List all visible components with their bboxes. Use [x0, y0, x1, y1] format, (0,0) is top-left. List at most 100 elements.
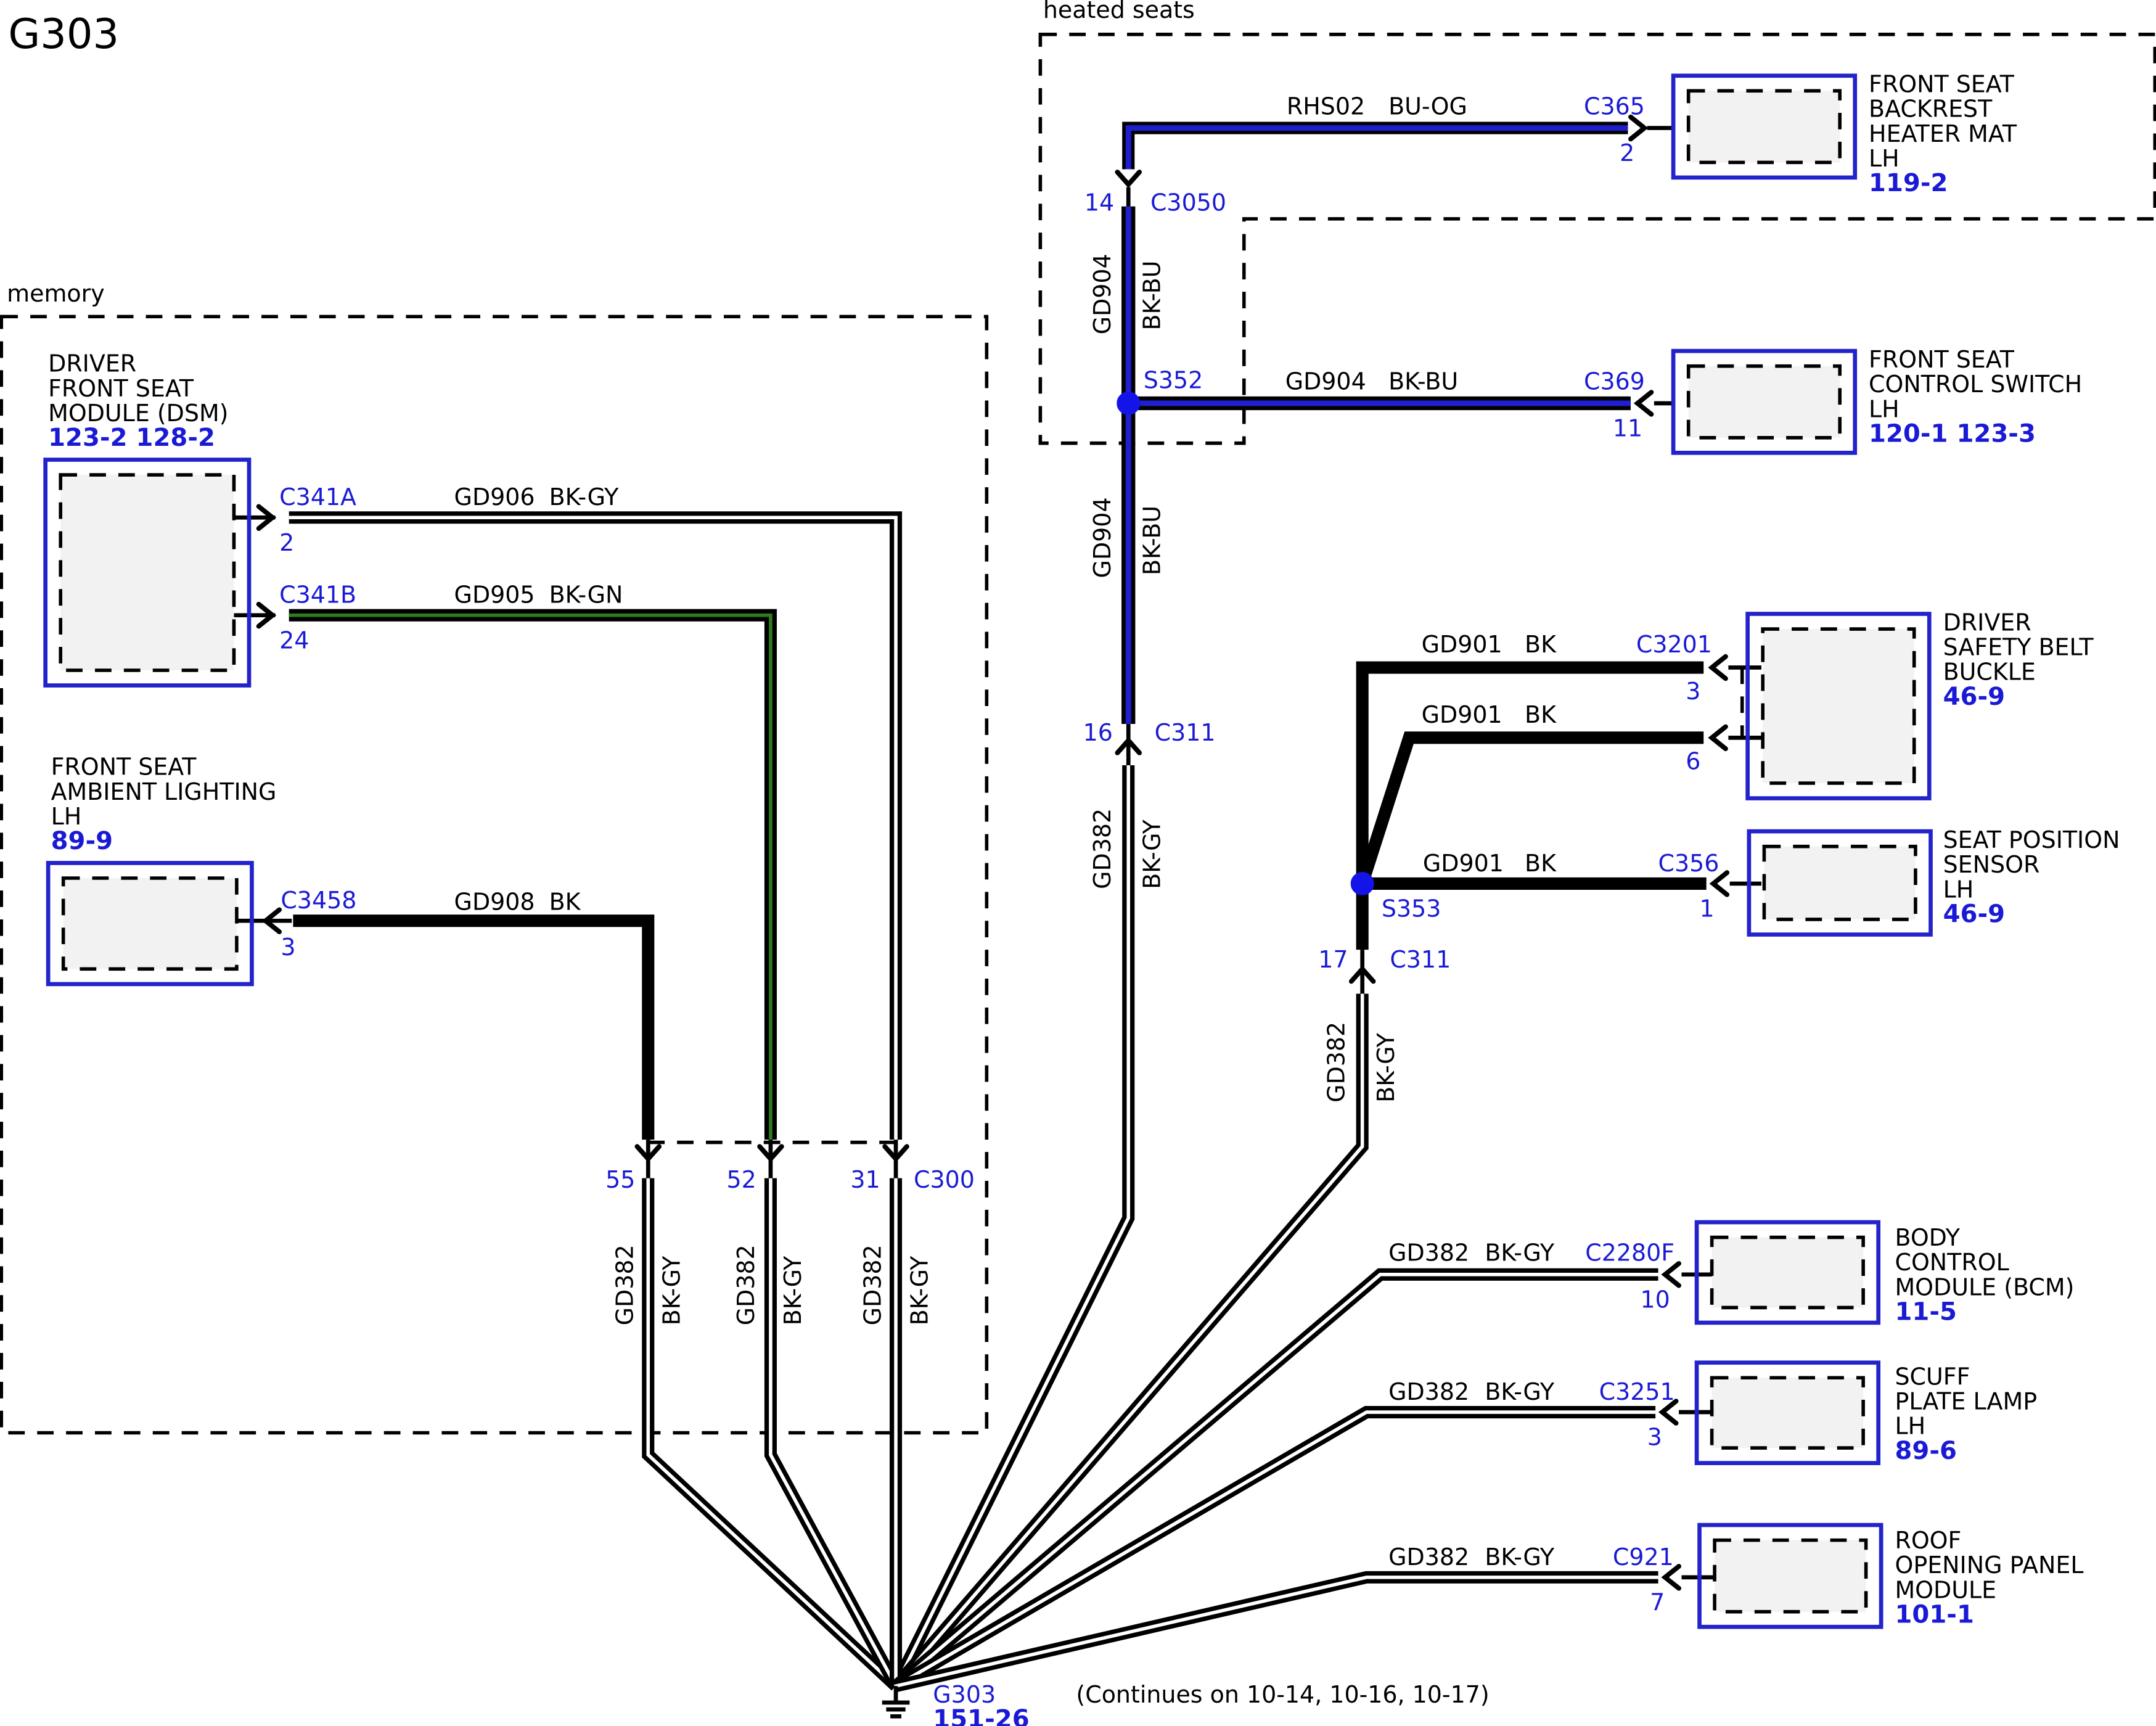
- ambient-light-name-2: AMBIENT LIGHTING: [51, 778, 277, 805]
- belt-buckle-ref: 46-9: [1943, 683, 2005, 711]
- gd904-mid-color: BK-BU: [1139, 506, 1166, 575]
- dsm-box: [43, 458, 252, 688]
- control-switch-box: [1671, 348, 1858, 455]
- gd382-55-circuit: GD382: [612, 1244, 639, 1325]
- gd382-31-color: BK-GY: [906, 1255, 933, 1326]
- vertical-wire-labels: GD904 BK-BU GD904 BK-BU GD382 BK-GY GD38…: [612, 253, 1400, 1325]
- rhs02-circuit: RHS02: [1287, 92, 1365, 120]
- wire-gd908: [293, 914, 655, 1140]
- component-boxes: [43, 73, 1933, 1629]
- c3201-id: C3201: [1636, 631, 1712, 658]
- component-labels: FRONT SEAT BACKREST HEATER MAT LH 119-2 …: [48, 71, 2120, 1629]
- belt-buckle-name-3: BUCKLE: [1943, 659, 2036, 686]
- scuff-lamp-box: [1694, 1360, 1881, 1465]
- c341a-id: C341A: [279, 483, 356, 511]
- scuff-lamp-ref: 89-6: [1895, 1437, 1957, 1465]
- c300-pin-31: 31: [850, 1166, 880, 1193]
- roof-panel-ref: 101-1: [1895, 1601, 1974, 1629]
- c3251-id: C3251: [1599, 1378, 1675, 1405]
- roof-panel-name-2: OPENING PANEL: [1895, 1551, 2083, 1579]
- seat-sensor-box: [1747, 829, 1933, 937]
- c341b-id: C341B: [279, 581, 356, 609]
- splice-s353: [1350, 871, 1374, 895]
- wire-gd901-a: [1356, 661, 1704, 884]
- ground-symbol: [882, 1686, 910, 1719]
- gd382-c311a-circuit: GD382: [1089, 808, 1116, 889]
- c311a-pin: 16: [1083, 719, 1113, 746]
- heated-seats-group-border: [1038, 33, 2156, 445]
- backrest-heater-name-1: FRONT SEAT: [1869, 71, 2015, 98]
- seat-sensor-ref: 46-9: [1943, 900, 2005, 928]
- page-title: G303: [8, 10, 119, 58]
- gd382-bcm-circuit: GD382: [1388, 1239, 1469, 1267]
- control-switch-ref: 120-1 123-3: [1869, 419, 2036, 448]
- gd904-top-circuit: GD904: [1089, 253, 1116, 334]
- bcm-name-2: CONTROL: [1895, 1249, 2009, 1276]
- scuff-lamp-name-2: PLATE LAMP: [1895, 1388, 2037, 1415]
- c300-pin-55: 55: [605, 1166, 635, 1193]
- scuff-lamp-name-3: LH: [1895, 1413, 1925, 1440]
- gd905-circuit: GD905: [454, 581, 535, 609]
- ground-id: G303: [933, 1681, 996, 1708]
- gd904-top-color: BK-BU: [1139, 261, 1166, 331]
- heated-seats-group-label: heated seats: [1043, 0, 1195, 23]
- backrest-heater-box: [1671, 73, 1858, 180]
- bcm-ref: 11-5: [1895, 1297, 1957, 1326]
- s352-label: S352: [1144, 366, 1203, 393]
- gd382-scuff-circuit: GD382: [1388, 1378, 1469, 1405]
- gd908-circuit: GD908: [454, 888, 535, 915]
- c3251-pin: 3: [1647, 1424, 1662, 1451]
- gd904-switch-color: BK-BU: [1388, 368, 1458, 395]
- bcm-name-3: MODULE (BCM): [1895, 1273, 2074, 1301]
- c365-pin: 2: [1620, 139, 1634, 166]
- c921-id: C921: [1613, 1543, 1674, 1571]
- gd904-switch-circuit: GD904: [1285, 368, 1366, 395]
- gd901-a-circuit: GD901: [1422, 631, 1502, 658]
- connector-labels: C365 2 14 C3050 S352 C369 11 C341A 2 C34…: [279, 92, 1719, 1726]
- control-switch-name-3: LH: [1869, 395, 1900, 422]
- splice-s352: [1117, 392, 1141, 415]
- dsm-name-2: FRONT SEAT: [48, 375, 194, 402]
- dsm-ref: 123-2 128-2: [48, 424, 215, 452]
- scuff-lamp-name-1: SCUFF: [1895, 1363, 1970, 1390]
- belt-buckle-box: [1745, 612, 1932, 800]
- ambient-light-ref: 89-9: [51, 827, 113, 855]
- ambient-light-box: [46, 861, 254, 987]
- ground-ref: 151-26: [933, 1705, 1029, 1726]
- rhs02-color: BU-OG: [1388, 92, 1467, 120]
- wire-gd901-b: [1356, 731, 1704, 886]
- backrest-heater-name-2: BACKREST: [1869, 96, 1993, 123]
- backrest-heater-name-3: HEATER MAT: [1869, 120, 2017, 147]
- wire-rhs02: [1122, 121, 1628, 170]
- c365-id: C365: [1584, 92, 1645, 120]
- c921-pin: 7: [1650, 1588, 1665, 1616]
- c311a-id: C311: [1155, 719, 1216, 746]
- gd382-scuff-color: BK-GY: [1485, 1378, 1555, 1405]
- seat-sensor-name-1: SEAT POSITION: [1943, 826, 2120, 853]
- c3201-pin-3: 3: [1686, 678, 1700, 705]
- gd901-a-color: BK: [1525, 631, 1557, 658]
- gd901-b-circuit: GD901: [1422, 701, 1502, 728]
- c2280f-pin: 10: [1641, 1286, 1670, 1313]
- c3050-id: C3050: [1150, 189, 1226, 216]
- seat-sensor-name-3: LH: [1943, 876, 1974, 903]
- c341a-pin: 2: [279, 529, 294, 556]
- c369-pin: 11: [1613, 415, 1642, 442]
- gd904-mid-circuit: GD904: [1089, 497, 1116, 578]
- roof-panel-name-3: MODULE: [1895, 1576, 1996, 1603]
- gd382-55-color: BK-GY: [658, 1255, 686, 1326]
- memory-group-label: memory: [7, 280, 105, 307]
- gd901-c-color: BK: [1525, 850, 1557, 877]
- c341b-pin: 24: [279, 627, 309, 654]
- ambient-light-name-1: FRONT SEAT: [51, 754, 197, 781]
- c356-id: C356: [1658, 850, 1719, 877]
- c3050-pin: 14: [1084, 189, 1114, 216]
- gd382-52-circuit: GD382: [732, 1244, 760, 1325]
- wire-gd905: [289, 609, 777, 1140]
- belt-buckle-name-1: DRIVER: [1943, 609, 2031, 636]
- c369-id: C369: [1584, 368, 1645, 395]
- ambient-light-name-3: LH: [51, 803, 82, 830]
- dsm-name-3: MODULE (DSM): [48, 400, 228, 427]
- c311b-id: C311: [1390, 946, 1451, 973]
